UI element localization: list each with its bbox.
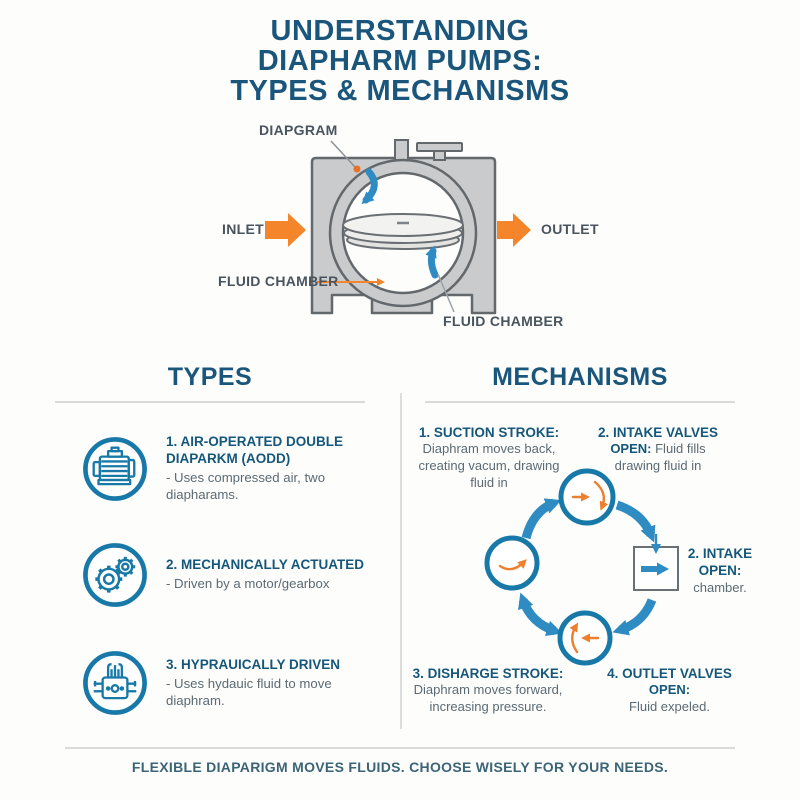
mechanisms-heading: MECHANISMS (492, 363, 668, 391)
step-title-cont: OPEN: (648, 682, 691, 698)
footer-text: FLEXIBLE DIAPARIGM MOVES FLUIDS. CHOOSE … (131, 759, 669, 775)
type-item-text: 1. AIR-OPERATED DOUBLE DIAPARKM (AODD) -… (166, 434, 384, 503)
cycle-arrow-square-to-bottom (612, 598, 657, 636)
motor-icon (83, 436, 147, 501)
discharge-curve-arrow-icon (569, 622, 579, 654)
step-desc: chamber. (693, 579, 747, 595)
title-line-2: DIAPHARM PUMPS: (257, 45, 543, 77)
step-desc: Diaphram moves back, creating vacum, dra… (418, 441, 560, 491)
gears-icon (83, 543, 147, 607)
step-desc: Diaphram moves forward, increasing press… (413, 682, 563, 715)
inlet-label: INLET (222, 221, 264, 237)
pump-bolt-cap (416, 142, 463, 152)
mech-step-4: 4. OUTLET VALVES OPEN:Fluid expeled. (607, 665, 732, 716)
mech-intake-side-label: 2. INTAKE OPEN: chamber. (686, 545, 754, 596)
cycle-node-rest (484, 535, 540, 591)
down-motion-arrow-icon (361, 168, 378, 205)
type-item-aodd: 1. AIR-OPERATED DOUBLE DIAPARKM (AODD) -… (82, 434, 384, 503)
mech-step-1: 1. SUCTION STROKE: Diaphram moves back, … (410, 424, 568, 492)
fluid-chamber-right-pointer (437, 273, 455, 313)
title-line-1: UNDERSTANDING (270, 15, 530, 47)
rest-loop-arrow-icon (498, 559, 527, 571)
footer-divider (65, 747, 735, 749)
pump-diagram (265, 139, 531, 315)
hydraulic-icon (83, 651, 147, 715)
cycle-diagram (484, 468, 679, 666)
title-line-3: TYPES & MECHANISMS (230, 75, 570, 107)
outlet-label: OUTLET (541, 221, 599, 237)
step-desc: OPEN: Fluid fills drawing fluid in (610, 441, 706, 474)
cycle-arrow-left-to-top (521, 498, 562, 540)
types-heading: TYPES (167, 363, 253, 391)
type-item-text: 2. MECHANICALLY ACTUATED - Driven by a m… (166, 557, 384, 592)
step-title: 1. SUCTION STROKE: (418, 425, 560, 440)
mechanisms-divider (425, 401, 735, 403)
type-item-hydraulic: 3. HYPRAUICALLY DRIVEN - Uses hydauic fl… (82, 650, 384, 716)
up-motion-arrow-icon (425, 245, 439, 279)
step-title: 3. DISHARGE STROKE: (412, 666, 564, 681)
cycle-arrow-top-to-square (615, 500, 656, 543)
pump-top-stub (394, 139, 409, 161)
suction-curve-arrow-icon (593, 480, 609, 511)
diaphragm-pointer-line (330, 140, 356, 168)
type-item-desc: - Uses compressed air, two diapharams. (166, 469, 326, 502)
type-item-title: 2. MECHANICALLY ACTUATED (166, 557, 365, 573)
step-title: 4. OUTLET VALVES (607, 666, 732, 681)
mechanisms-section-header: MECHANISMS (420, 363, 740, 403)
inlet-arrow-icon (265, 213, 306, 247)
mech-step-2: 2. INTAKE VALVES OPEN: Fluid fills drawi… (597, 424, 719, 475)
column-divider (400, 393, 402, 729)
fluid-chamber-right-label: FLUID CHAMBER (443, 313, 564, 329)
types-section-header: TYPES (45, 363, 375, 403)
type-item-desc: - Driven by a motor/gearbox (166, 576, 330, 592)
outlet-arrow-icon (497, 213, 531, 247)
step-title: 2. INTAKE OPEN: (687, 546, 753, 579)
type-item-title: 3. HYPRAUICALLY DRIVEN (166, 656, 341, 672)
diaphragm-disc-top (342, 213, 464, 237)
diaphragm-label: DIAPGRAM (259, 122, 338, 138)
cycle-arrow-bottom-left-double (518, 592, 563, 637)
step-title-cont: OPEN: (610, 441, 652, 457)
step-desc: OPEN:Fluid expeled. (629, 682, 710, 715)
mech-step-3: 3. DISHARGE STROKE: Diaphram moves forwa… (408, 665, 568, 716)
type-item-title: 1. AIR-OPERATED DOUBLE DIAPARKM (AODD) (166, 434, 344, 466)
type-item-mechanical: 2. MECHANICALLY ACTUATED - Driven by a m… (82, 542, 384, 608)
type-item-text: 3. HYPRAUICALLY DRIVEN - Uses hydauic fl… (166, 657, 384, 709)
fluid-chamber-left-label: FLUID CHAMBER (218, 273, 339, 289)
types-divider (55, 401, 365, 403)
type-item-desc: - Uses hydauic fluid to move diaphram. (166, 675, 332, 708)
step-title: 2. INTAKE VALVES (597, 425, 719, 440)
page-title: UNDERSTANDING DIAPHARM PUMPS: TYPES & ME… (0, 16, 800, 106)
diaphragm-pointer-dot (353, 165, 361, 173)
